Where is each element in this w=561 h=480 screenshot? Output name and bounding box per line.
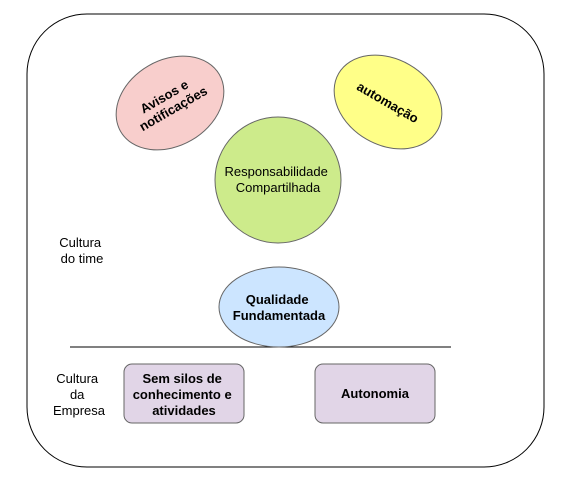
avisos-ellipse [115, 55, 225, 151]
autonomia-label: Autonomia [341, 386, 410, 401]
qualidade-ellipse [218, 266, 340, 348]
sem-silos-label: Sem silos de conhecimento e atividades [133, 371, 236, 418]
node-qualidade-fundamentada[interactable]: Qualidade Fundamentada [218, 266, 340, 348]
qualidade-label: Qualidade Fundamentada [233, 292, 326, 323]
node-avisos-notificacoes[interactable]: Avisos e notificações [99, 37, 241, 168]
cultura-time-label: Cultura do time [59, 235, 105, 266]
node-responsabilidade-compartilhada[interactable]: Responsabilidade Compartilhada [214, 116, 342, 244]
sem-silos-box [123, 363, 245, 424]
autonomia-box [314, 363, 436, 424]
responsabilidade-circle [214, 116, 342, 244]
cultura-empresa-label: Cultura da Empresa [53, 371, 106, 418]
responsabilidade-label: Responsabilidade Compartilhada [225, 164, 332, 195]
node-autonomia[interactable]: Autonomia [314, 363, 436, 424]
node-sem-silos[interactable]: Sem silos de conhecimento e atividades [123, 363, 245, 424]
automacao-ellipse [333, 54, 443, 150]
node-automacao[interactable]: automação [317, 36, 459, 167]
